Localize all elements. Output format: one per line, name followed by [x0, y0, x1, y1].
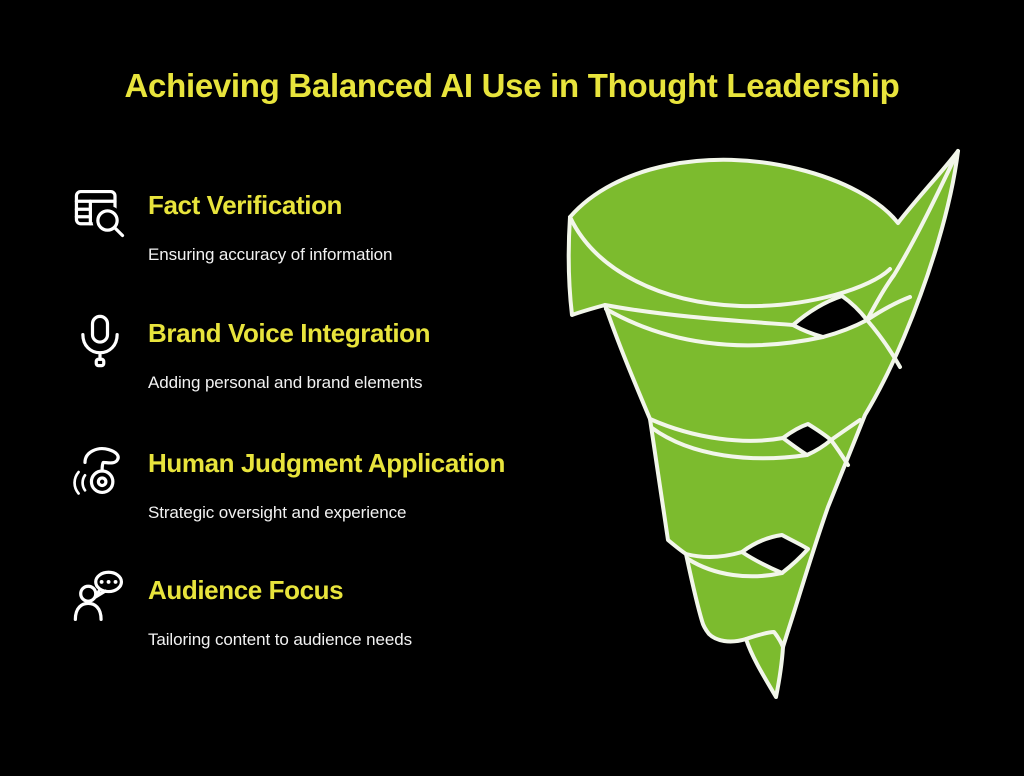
microphone-icon — [70, 311, 130, 371]
funnel-gap — [740, 533, 810, 575]
list-item-audience-focus: Audience Focus Tailoring content to audi… — [70, 568, 540, 651]
funnel-band-edge — [744, 630, 785, 649]
list-item-fact-verification: Fact Verification Ensuring accuracy of i… — [70, 183, 540, 266]
funnel-band-lip — [604, 307, 825, 348]
item-heading: Brand Voice Integration — [148, 318, 431, 348]
list-item-human-judgment: Human Judgment Application Strategic ove… — [70, 441, 540, 524]
funnel-silhouette — [566, 149, 960, 699]
funnel-gap — [791, 294, 869, 339]
list-item-brand-voice: Brand Voice Integration Adding personal … — [70, 311, 540, 394]
funnel-band-edge — [684, 550, 744, 559]
funnel-band-edge — [648, 417, 785, 443]
item-description: Adding personal and brand elements — [148, 373, 423, 392]
item-heading: Fact Verification — [148, 190, 343, 220]
funnel-front-rim — [568, 215, 892, 309]
item-description: Tailoring content to audience needs — [148, 630, 412, 649]
item-heading: Human Judgment Application — [148, 448, 505, 478]
person-speech-icon — [70, 568, 130, 628]
item-description: Ensuring accuracy of information — [148, 245, 393, 264]
funnel-swoosh-edge — [865, 149, 960, 322]
item-heading: Audience Focus — [148, 575, 344, 605]
funnel-gap — [781, 422, 833, 457]
funnel-band-lip — [650, 426, 809, 461]
spiral-funnel-graphic — [560, 145, 980, 705]
table-search-icon — [70, 183, 130, 243]
item-description: Strategic oversight and experience — [148, 503, 407, 522]
funnel-band-edge — [603, 303, 795, 327]
funnel-band-lip — [686, 557, 784, 579]
page-title: Achieving Balanced AI Use in Thought Lea… — [124, 67, 900, 104]
hand-control-icon — [70, 441, 130, 501]
